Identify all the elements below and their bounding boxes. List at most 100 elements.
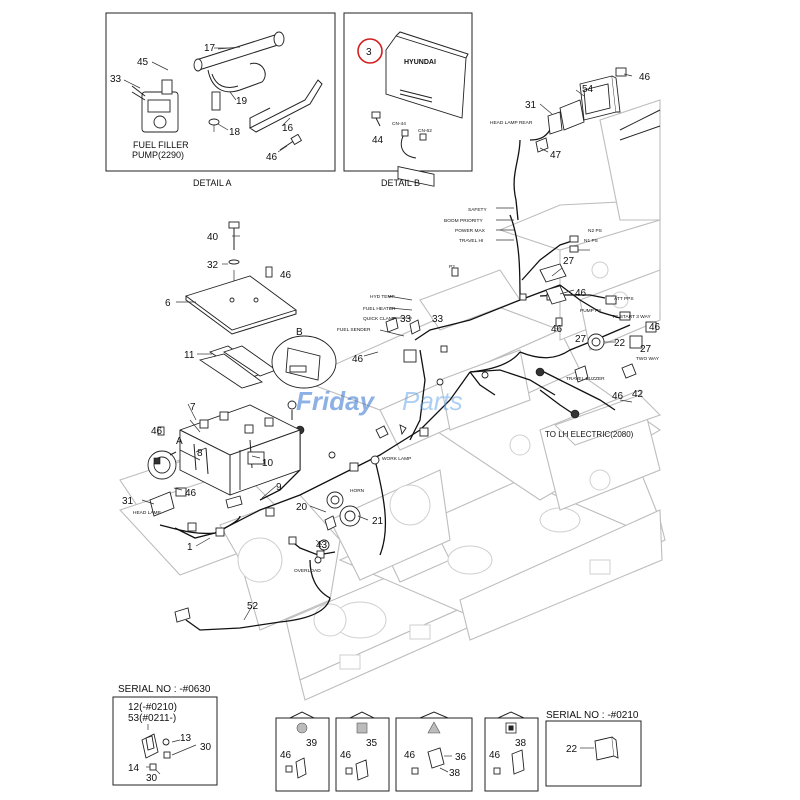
label-power-max: POWER MAX — [455, 228, 486, 234]
right-side-senders — [385, 235, 657, 383]
callout-13: 13 — [180, 733, 192, 744]
callout-17: 17 — [204, 43, 216, 54]
callout-46: 46 — [649, 322, 661, 333]
callout-44: 44 — [372, 135, 384, 146]
horn-and-lamps — [174, 455, 380, 623]
label-travel-buzzer: TRAVEL BUZZER — [566, 376, 605, 382]
callout-31: 31 — [122, 496, 134, 507]
head-lamp-front — [149, 487, 243, 517]
callout-46: 46 — [185, 488, 197, 499]
callout-21: 21 — [372, 516, 384, 527]
callout-3: 3 — [366, 47, 372, 58]
label-leaders — [379, 207, 590, 337]
label-fuel-sender: FUEL SENDER — [337, 327, 371, 333]
callout-16: 16 — [282, 123, 294, 134]
label-head-lamp-rear: HEAD LAMP REAR — [490, 120, 533, 126]
label-head-lamp: HEAD LAMP — [133, 510, 161, 516]
callout-27: 27 — [563, 256, 575, 267]
main-harness — [159, 119, 631, 631]
callout-b: B — [296, 327, 303, 338]
callout-45: 45 — [137, 57, 149, 68]
symbol-box-filled-square — [484, 711, 539, 792]
callout-a: A — [176, 436, 183, 447]
callout-46: 46 — [489, 750, 501, 761]
callout-33: 33 — [110, 74, 122, 85]
callout-53: 53(#0211-) — [128, 713, 176, 724]
callout-7: 7 — [190, 402, 196, 413]
callout-35: 35 — [366, 738, 378, 749]
symbol-box-square — [335, 711, 390, 792]
callout-19: 19 — [236, 96, 248, 107]
callout-11: 11 — [184, 350, 195, 361]
label-n1-ps: N1 PS — [584, 238, 598, 244]
serial-label-left: SERIAL NO : -#0630 — [118, 684, 211, 695]
callout-42: 42 — [632, 389, 644, 400]
cn62-label: CN-62 — [418, 128, 432, 134]
callout-46: 46 — [280, 270, 292, 281]
machine-frame — [119, 99, 666, 701]
label-work-lamp: WORK LAMP — [382, 456, 411, 462]
symbol-box-triangle — [395, 711, 473, 792]
callout-46: 46 — [551, 324, 563, 335]
label-hyd-temp: HYD TEMP — [370, 294, 395, 300]
symbol-box-circle — [275, 711, 330, 792]
callout-14: 14 — [128, 763, 140, 774]
brand-label: HYUNDAI — [404, 59, 436, 66]
callout-33: 33 — [400, 314, 412, 325]
callout-6: 6 — [165, 298, 171, 309]
callout-27: 27 — [575, 334, 587, 345]
label-travel-hi: TRAVEL HI — [459, 238, 483, 244]
callout-52: 52 — [247, 601, 259, 612]
callout-47: 47 — [550, 150, 562, 161]
callout-54: 54 — [582, 84, 594, 95]
callout-46: 46 — [404, 750, 416, 761]
callout-38: 38 — [515, 738, 527, 749]
callout-18: 18 — [229, 127, 241, 138]
callout-32: 32 — [207, 260, 219, 271]
callout-46: 46 — [340, 750, 352, 761]
serial-box-left — [112, 696, 218, 786]
label-att-pps: ATT PPS — [614, 296, 634, 302]
callout-46: 46 — [639, 72, 651, 83]
callout-43: 43 — [316, 540, 328, 551]
callout-46: 46 — [352, 354, 364, 365]
watermark-friday: Friday — [296, 386, 376, 416]
label-n2-ps: N2 PS — [588, 228, 602, 234]
label-safety: SAFETY — [468, 207, 487, 213]
fuel-filler-label: FUEL FILLER — [133, 140, 189, 150]
highlight-circle — [357, 38, 383, 64]
callout-9: 9 — [276, 482, 282, 493]
label-two-way: TWO WAY — [636, 356, 660, 362]
callout-33: 33 — [432, 314, 444, 325]
callout-30: 30 — [146, 773, 158, 784]
callout-27: 27 — [640, 344, 652, 355]
label-fuel-heater: FUEL HEATER — [363, 306, 396, 312]
callout-22: 22 — [566, 744, 578, 755]
callout-10: 10 — [262, 458, 274, 469]
callout-8: 8 — [197, 448, 203, 459]
detail-b-caption: DETAIL B — [381, 178, 420, 188]
label-to-lh-electric: TO LH ELECTRIC(2080) — [545, 430, 634, 439]
callout-22: 22 — [614, 338, 626, 349]
serial-label-right: SERIAL NO : -#0210 — [546, 710, 639, 721]
callout-46: 46 — [280, 750, 292, 761]
callout-46: 46 — [612, 391, 624, 402]
callout-31: 31 — [525, 100, 537, 111]
callout-12: 12(-#0210) — [128, 702, 177, 713]
callout-46: 46 — [151, 426, 163, 437]
callout-30: 30 — [200, 742, 212, 753]
detail-b-box — [343, 12, 473, 187]
callout-46: 46 — [575, 288, 587, 299]
detail-a-inset — [147, 450, 177, 480]
cn44-label: CN-44 — [392, 121, 406, 127]
callout-46: 46 — [266, 152, 278, 163]
label-quick-clamp: QUICK CLAMP — [363, 316, 396, 322]
detail-a-box — [105, 12, 336, 172]
callout-40: 40 — [207, 232, 219, 243]
label-tc-start: TC START 3 WAY — [612, 314, 651, 320]
label-boom-priority: BOOM PRIORITY — [444, 218, 483, 224]
detail-a-caption: DETAIL A — [193, 178, 232, 188]
callout-38: 38 — [449, 768, 461, 779]
callout-20: 20 — [296, 502, 308, 513]
